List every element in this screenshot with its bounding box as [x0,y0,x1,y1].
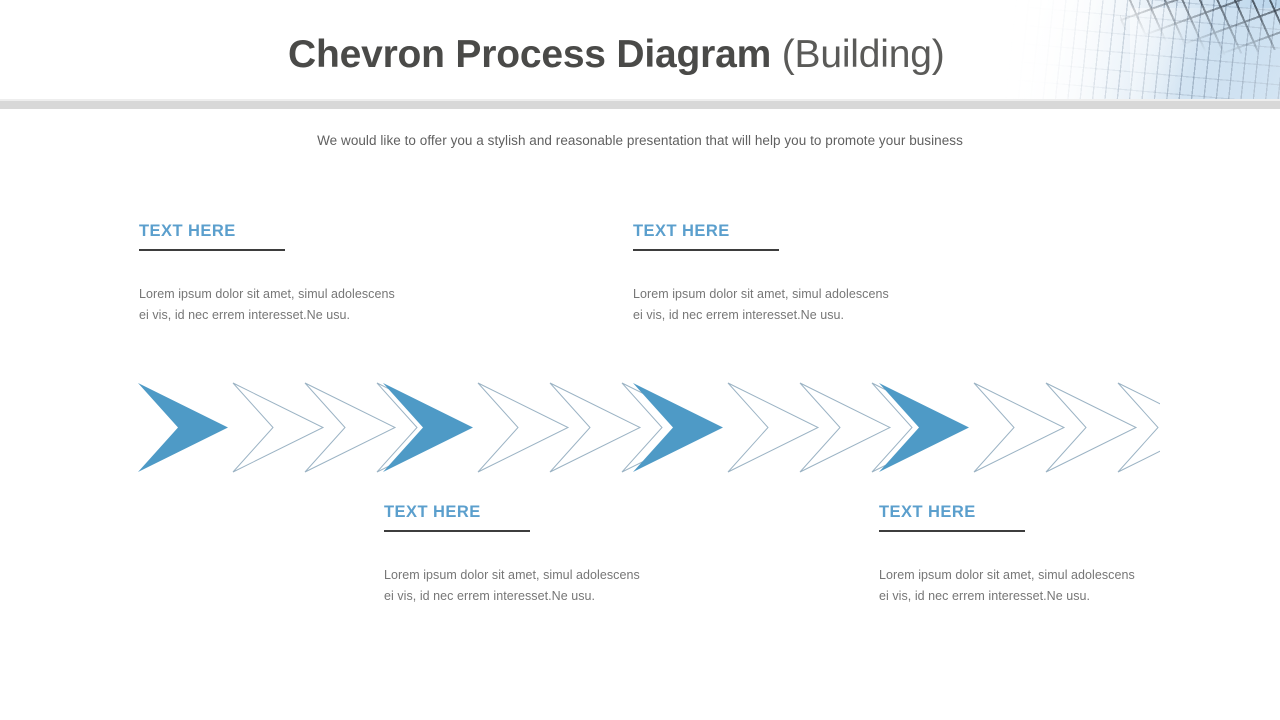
building-photo [980,0,1280,101]
chevron-row-svg [138,382,1160,473]
text-block-1-underline [139,249,285,251]
text-block-2-underline [633,249,779,251]
header-divider [0,101,1280,109]
text-block-2-title: TEXT HERE [633,222,730,240]
chevron-solid-step-3[interactable] [633,383,723,472]
chevron-outline-step-4-1[interactable] [973,382,1066,473]
text-block-1: TEXT HERE Lorem ipsum dolor sit amet, si… [139,221,399,327]
text-block-2: TEXT HERE Lorem ipsum dolor sit amet, si… [633,221,893,327]
header-divider-highlight [0,99,1280,101]
chevron-outline-step-3-2[interactable] [799,382,892,473]
text-block-4-title: TEXT HERE [879,503,976,521]
page-title-suffix: (Building) [781,33,945,76]
text-block-1-title: TEXT HERE [139,222,236,240]
slide-subtitle: We would like to offer you a stylish and… [317,133,963,148]
text-block-3: TEXT HERE Lorem ipsum dolor sit amet, si… [384,502,644,608]
chevron-outline-step-1-2[interactable] [304,382,397,473]
chevron-outline-step-4-2[interactable] [1045,382,1138,473]
chevron-outline-step-4-3[interactable] [1117,382,1160,473]
text-block-1-body: Lorem ipsum dolor sit amet, simul adoles… [139,286,395,323]
slide-header: Chevron Process Diagram (Building) [0,0,1280,101]
chevron-solid-step-2[interactable] [383,383,473,472]
chevron-outline-step-3-1[interactable] [727,382,820,473]
page-title: Chevron Process Diagram (Building) [288,27,945,83]
chevron-solid-step-4[interactable] [879,383,969,472]
photo-fade-mask [980,0,1280,101]
text-block-3-body: Lorem ipsum dolor sit amet, simul adoles… [384,567,640,604]
chevron-process-diagram [130,375,1160,485]
text-block-3-underline [384,530,530,532]
text-block-4-underline [879,530,1025,532]
text-block-2-body: Lorem ipsum dolor sit amet, simul adoles… [633,286,889,323]
page-title-main: Chevron Process Diagram [288,33,772,76]
text-block-4-body: Lorem ipsum dolor sit amet, simul adoles… [879,567,1135,604]
chevron-outline-step-1-1[interactable] [232,382,325,473]
text-block-4: TEXT HERE Lorem ipsum dolor sit amet, si… [879,502,1139,608]
chevron-outline-step-2-2[interactable] [549,382,642,473]
text-block-3-title: TEXT HERE [384,503,481,521]
chevron-outline-step-2-1[interactable] [477,382,570,473]
chevron-solid-step-1[interactable] [138,383,228,472]
